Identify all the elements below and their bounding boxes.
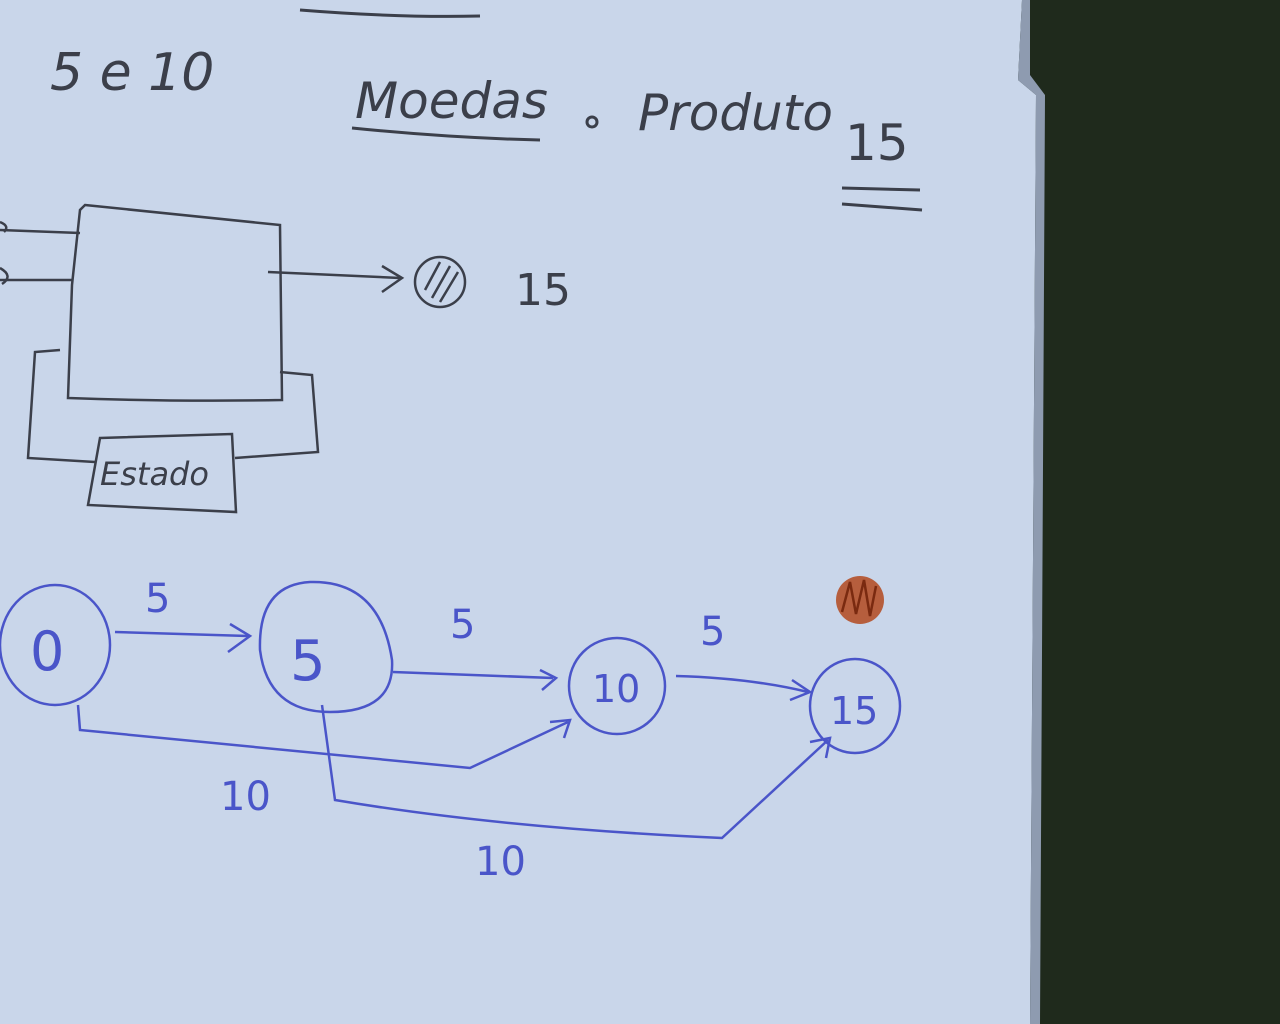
input-curl-1 — [0, 220, 8, 233]
processing-block — [66, 203, 284, 402]
price-underline-1 — [841, 186, 921, 192]
edge-label-0-10: 10 — [220, 774, 271, 820]
state-label-15: 15 — [830, 689, 878, 733]
output-arrowhead — [381, 264, 405, 294]
state-node-10 — [567, 636, 667, 736]
state-label-0: 0 — [30, 620, 64, 683]
input-line-1 — [0, 228, 81, 235]
edge-0-to-5 — [114, 630, 249, 638]
product-dispensed-scribble — [840, 579, 878, 617]
output-value: 15 — [515, 265, 571, 316]
moedas-underline — [351, 126, 541, 142]
state-label-5: 5 — [290, 629, 326, 694]
edge-0-to-10 — [76, 704, 569, 770]
state-node-15 — [808, 657, 902, 755]
header-moedas: Moedas — [355, 72, 548, 130]
header-produto: Produto — [638, 84, 833, 142]
output-product-hatch — [423, 261, 460, 303]
edge-label-5-10: 5 — [450, 602, 475, 648]
edge-label-5-15: 10 — [475, 839, 526, 885]
header-price: 15 — [845, 114, 909, 172]
header-coins: 5 e 10 — [50, 43, 214, 103]
edge-0-to-10-head — [549, 718, 572, 739]
edge-10-to-15 — [675, 674, 809, 694]
state-box-label: Estado — [100, 455, 209, 493]
separator-dot — [585, 115, 599, 129]
state-node-5 — [258, 580, 394, 714]
paper-edge-shadow — [1018, 0, 1045, 1024]
output-product-icon — [413, 255, 467, 309]
paper-sheet — [0, 0, 1036, 1024]
edge-5-to-10 — [392, 670, 554, 680]
edge-0-to-5-head — [227, 622, 253, 654]
edge-5-to-15-head — [809, 736, 832, 759]
edge-5-to-10-head — [539, 668, 559, 691]
state-box — [86, 432, 238, 514]
edge-10-to-15-head — [789, 678, 813, 702]
output-arrow — [267, 270, 401, 280]
edge-5-to-15 — [320, 704, 829, 840]
edge-label-10-15: 5 — [700, 609, 725, 655]
state-node-0 — [0, 583, 112, 707]
state-graph — [0, 580, 902, 840]
input-curl-2 — [0, 266, 9, 286]
feedback-loop — [26, 348, 320, 464]
price-underline-2 — [841, 202, 923, 212]
top-margin-stroke — [299, 8, 481, 18]
state-label-10: 10 — [592, 667, 640, 711]
edge-label-0-5: 5 — [145, 576, 170, 622]
